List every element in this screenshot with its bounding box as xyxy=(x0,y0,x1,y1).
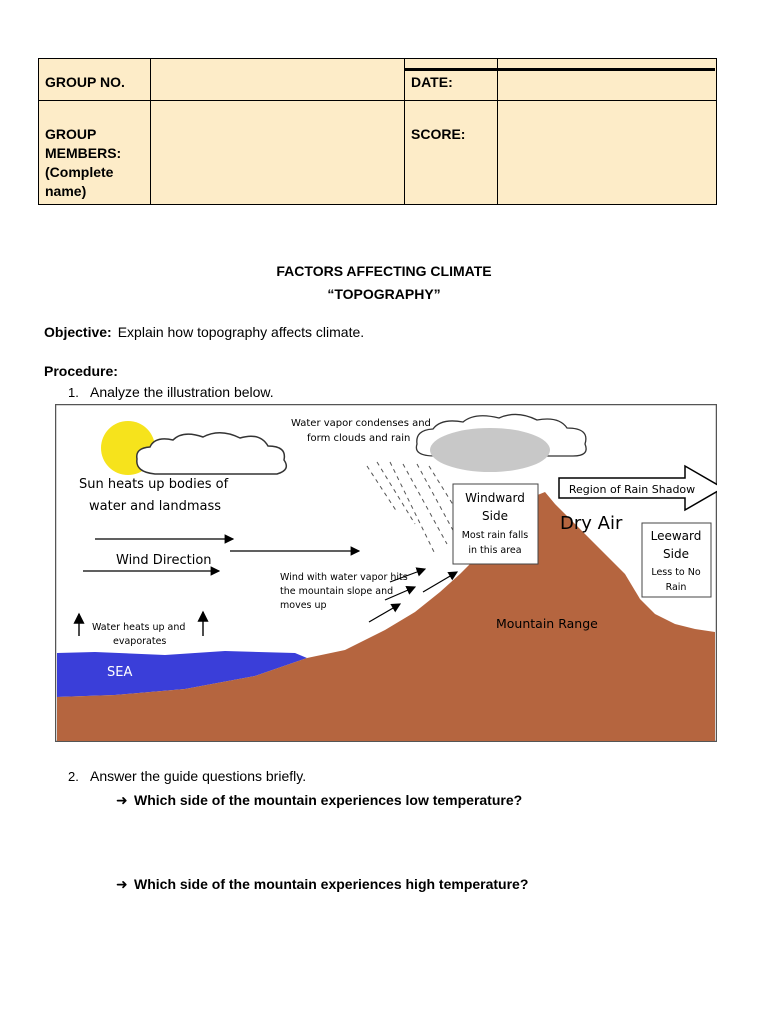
step-text: Analyze the illustration below. xyxy=(90,384,274,400)
step-number: 2. xyxy=(68,769,79,784)
procedure-step: 1. Analyze the illustration below. xyxy=(68,384,274,400)
procedure-label: Procedure: xyxy=(44,363,118,379)
windward-label: in this area xyxy=(468,545,521,556)
slope-arrow xyxy=(368,603,402,623)
condense-label: Water vapor condenses and xyxy=(291,418,431,429)
slope-arrow xyxy=(384,585,417,601)
group-no-label: GROUP NO. xyxy=(45,74,125,90)
group-info-table: GROUP NO. DATE: GROUP MEMBERS: (Complete… xyxy=(38,58,717,205)
group-members-label-line: name) xyxy=(45,183,87,199)
date-label: DATE: xyxy=(411,74,453,90)
arrow-icon: ➜ xyxy=(116,792,128,808)
objective-label: Objective: xyxy=(44,324,112,340)
slope-arrow xyxy=(389,567,427,583)
wind-vapor-label: the mountain slope and xyxy=(280,586,393,597)
dry-air-label: Dry Air xyxy=(560,513,623,534)
leeward-label: Rain xyxy=(666,582,687,593)
white-cloud-icon xyxy=(136,432,288,475)
date-label-cell: DATE: xyxy=(404,58,498,101)
leeward-label: Side xyxy=(663,547,689,561)
objective: Objective: Explain how topography affects… xyxy=(44,324,364,340)
group-members-label-cell: GROUP MEMBERS: (Complete name) xyxy=(38,100,151,205)
guide-question: ➜ Which side of the mountain experiences … xyxy=(116,792,522,809)
header-thick-rule xyxy=(404,68,715,71)
leeward-label: Less to No xyxy=(651,567,701,578)
topography-diagram: Water vapor condenses and form clouds an… xyxy=(55,404,717,742)
page-subtitle: “TOPOGRAPHY” xyxy=(327,286,441,302)
leeward-label: Leeward xyxy=(651,529,702,543)
leeward-box xyxy=(641,522,712,598)
page-title: FACTORS AFFECTING CLIMATE xyxy=(276,263,492,279)
question-text: Which side of the mountain experiences h… xyxy=(134,876,529,892)
score-value-cell[interactable] xyxy=(497,100,717,205)
score-label: SCORE: xyxy=(411,126,466,142)
score-label-cell: SCORE: xyxy=(404,100,498,205)
group-members-label-line: GROUP xyxy=(45,126,97,142)
group-no-label-cell: GROUP NO. xyxy=(38,58,151,101)
sun-label: water and landmass xyxy=(89,499,221,514)
evaporation-label: evaporates xyxy=(113,636,166,647)
rain-shadow-arrow xyxy=(558,464,717,512)
mountain-range-label: Mountain Range xyxy=(496,616,598,631)
condense-label: form clouds and rain xyxy=(307,433,410,444)
guide-question: ➜ Which side of the mountain experiences … xyxy=(116,876,528,893)
sun-label: Sun heats up bodies of xyxy=(79,477,229,492)
group-members-value-cell[interactable] xyxy=(150,100,405,205)
rain-shadow-label: Region of Rain Shadow xyxy=(569,483,695,496)
windward-box xyxy=(452,483,539,565)
arrow-icon: ➜ xyxy=(116,876,128,892)
group-members-label-line: MEMBERS: xyxy=(45,145,122,161)
wind-direction-label: Wind Direction xyxy=(116,553,212,568)
wind-vapor-label: Wind with water vapor hits xyxy=(280,572,408,583)
windward-label: Windward xyxy=(465,491,525,505)
mountain-shape xyxy=(57,492,715,741)
wind-vapor-label: moves up xyxy=(280,600,327,611)
procedure-step: 2. Answer the guide questions briefly. xyxy=(68,768,306,784)
group-no-value-cell[interactable] xyxy=(150,58,405,101)
step-number: 1. xyxy=(68,385,79,400)
windward-label: Side xyxy=(482,509,508,523)
slope-arrow xyxy=(422,571,459,593)
windward-label: Most rain falls xyxy=(462,530,529,541)
sea-shape xyxy=(57,651,307,697)
evaporation-label: Water heats up and xyxy=(92,622,185,633)
group-members-label-line: (Complete xyxy=(45,164,114,180)
question-text: Which side of the mountain experiences l… xyxy=(134,792,523,808)
date-value-cell[interactable] xyxy=(497,58,717,101)
objective-text: Explain how topography affects climate. xyxy=(117,324,365,340)
rain-cloud-icon xyxy=(415,413,587,472)
step-text: Answer the guide questions briefly. xyxy=(90,768,307,784)
sea-label: SEA xyxy=(107,665,132,680)
